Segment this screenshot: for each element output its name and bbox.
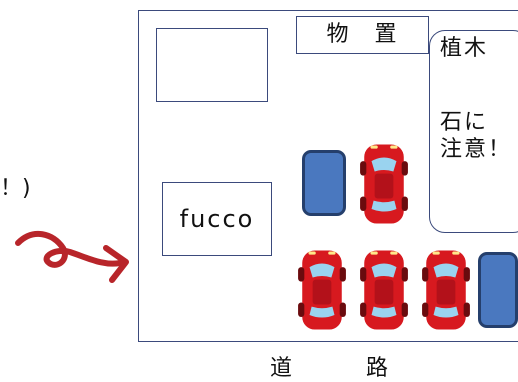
plants-label: 植木 [440, 36, 489, 61]
plant-area: 植木 石に 注意！ [429, 30, 518, 233]
car-icon [420, 248, 472, 332]
bicycle-slot-2 [478, 252, 518, 328]
storage-label: 物 置 [326, 22, 399, 48]
car-icon [358, 142, 410, 226]
bicycle-slot-1 [302, 150, 346, 216]
car-icon [358, 248, 410, 332]
stone-warning-line1: 石に [440, 109, 489, 135]
empty-area [156, 28, 268, 102]
car-icon [296, 248, 348, 332]
fucco-label: fucco [179, 205, 255, 233]
parking-lot [138, 10, 518, 342]
fucco-area: fucco [162, 182, 272, 256]
road-label: 道 路 [270, 356, 391, 381]
entrance-arrow-icon [15, 231, 129, 283]
stone-warning-line2: 注意！ [440, 137, 513, 162]
left-note: ！) [0, 176, 31, 201]
storage-area: 物 置 [296, 16, 429, 54]
